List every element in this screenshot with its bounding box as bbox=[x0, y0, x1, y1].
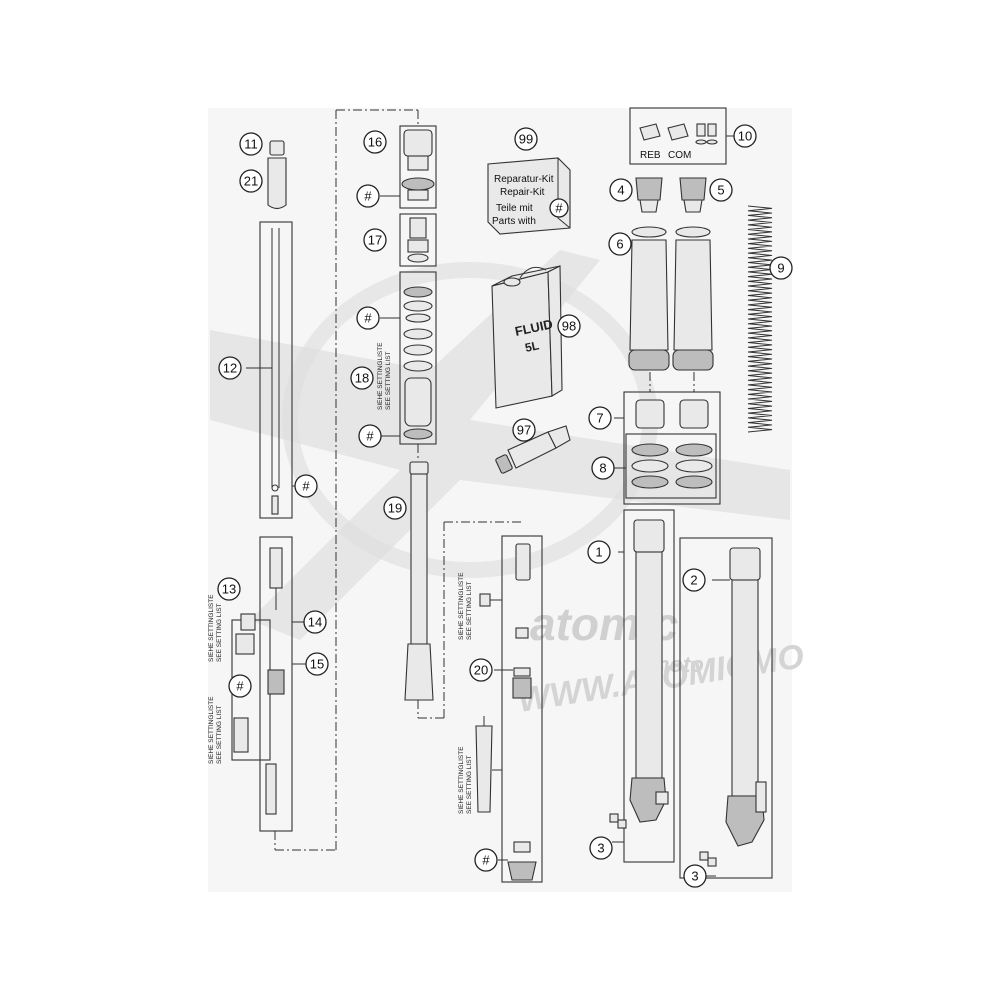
com-label: COM bbox=[668, 150, 691, 161]
callout-label-h2: # bbox=[236, 679, 244, 694]
setting-note-en: SEE SETTING LIST bbox=[466, 755, 473, 814]
callout-label-c9: 9 bbox=[777, 261, 784, 276]
callout-h5: # bbox=[358, 424, 382, 448]
callout-c1: 1 bbox=[587, 540, 611, 564]
callout-label-c3a: 3 bbox=[597, 841, 604, 856]
callout-label-c20: 20 bbox=[474, 663, 488, 678]
fork-top-parts bbox=[614, 177, 721, 505]
callout-c14: 14 bbox=[303, 610, 327, 634]
callout-label-c19: 19 bbox=[388, 501, 402, 516]
callout-label-c21: 21 bbox=[244, 174, 258, 189]
callout-c7: 7 bbox=[588, 406, 612, 430]
callout-c97: 97 bbox=[512, 418, 536, 442]
repair-kit-line2: Repair-Kit bbox=[500, 187, 545, 198]
setting-note-de: SIEHE SETTINGLISTE bbox=[377, 342, 384, 410]
callout-c98: 98 bbox=[557, 314, 581, 338]
callout-c99: 99 bbox=[514, 127, 538, 151]
fluid-can: FLUID 5L bbox=[491, 265, 563, 409]
callout-c8: 8 bbox=[591, 456, 615, 480]
callout-label-c16: 16 bbox=[368, 135, 382, 150]
repair-kit-line1: Reparatur-Kit bbox=[494, 174, 554, 185]
callout-label-c5: 5 bbox=[717, 183, 724, 198]
callout-c10: 10 bbox=[733, 124, 757, 148]
cartridge-column: SIEHE SETTINGLISTE SEE SETTING LIST SIEH… bbox=[458, 535, 543, 883]
callout-label-c8: 8 bbox=[599, 461, 606, 476]
callout-h2: # bbox=[228, 674, 252, 698]
svg-text:#: # bbox=[555, 201, 563, 216]
callout-h1: # bbox=[294, 474, 318, 498]
callout-c13: 13 bbox=[217, 577, 241, 601]
adjuster-kit: REB COM bbox=[629, 107, 734, 165]
callout-c4: 4 bbox=[609, 178, 633, 202]
setting-note-en: SEE SETTING LIST bbox=[216, 603, 223, 662]
callout-c6: 6 bbox=[608, 232, 632, 256]
callout-c17: 17 bbox=[363, 228, 387, 252]
center-column: SIEHE SETTINGLISTE SEE SETTING LIST bbox=[377, 125, 522, 719]
callout-c3b: 3 bbox=[683, 864, 707, 888]
callout-c20: 20 bbox=[469, 658, 493, 682]
repair-kit-hash-callout: # bbox=[549, 198, 569, 218]
repair-kit-box: Reparatur-Kit Repair-Kit Teile mit Parts… bbox=[487, 157, 571, 235]
left-column: SIEHE SETTINGLISTE SEE SETTING LIST SIEH… bbox=[208, 109, 419, 851]
callout-label-c10: 10 bbox=[738, 129, 752, 144]
setting-note-de: SIEHE SETTINGLISTE bbox=[458, 572, 465, 640]
callout-c18: 18 bbox=[350, 366, 374, 390]
callout-c15: 15 bbox=[305, 652, 329, 676]
callout-c19: 19 bbox=[383, 496, 407, 520]
setting-note-de: SIEHE SETTINGLISTE bbox=[208, 594, 215, 662]
callout-label-c2: 2 bbox=[690, 573, 697, 588]
repair-kit-line4: Parts with bbox=[492, 216, 536, 227]
repair-kit-line3: Teile mit bbox=[496, 203, 533, 214]
callout-c2: 2 bbox=[682, 568, 706, 592]
callout-label-c3b: 3 bbox=[691, 869, 698, 884]
callout-label-c97: 97 bbox=[517, 423, 531, 438]
callout-c3a: 3 bbox=[589, 836, 613, 860]
callout-label-h5: # bbox=[366, 429, 374, 444]
setting-note-en: SEE SETTING LIST bbox=[466, 581, 473, 640]
callout-c16: 16 bbox=[363, 130, 387, 154]
callout-label-c13: 13 bbox=[222, 582, 236, 597]
callout-label-c6: 6 bbox=[616, 237, 623, 252]
callout-label-c4: 4 bbox=[617, 183, 624, 198]
callout-c5: 5 bbox=[709, 178, 733, 202]
callout-label-c18: 18 bbox=[355, 371, 369, 386]
fork-spring bbox=[747, 205, 773, 433]
callout-label-c11: 11 bbox=[244, 137, 258, 152]
callout-h6: # bbox=[474, 848, 498, 872]
callout-label-h4: # bbox=[364, 311, 372, 326]
callout-label-h1: # bbox=[302, 479, 310, 494]
callout-h3: # bbox=[356, 184, 380, 208]
callout-label-c7: 7 bbox=[596, 411, 603, 426]
callout-label-h6: # bbox=[482, 853, 490, 868]
callout-label-h3: # bbox=[364, 189, 372, 204]
callout-c9: 9 bbox=[769, 256, 793, 280]
callout-label-c99: 99 bbox=[519, 132, 533, 147]
callout-label-c14: 14 bbox=[308, 615, 322, 630]
fluid-can-volume: 5L bbox=[524, 338, 541, 355]
setting-note-en: SEE SETTING LIST bbox=[216, 705, 223, 764]
callout-c11: 11 bbox=[239, 132, 263, 156]
callout-c12: 12 bbox=[218, 356, 242, 380]
setting-note-en: SEE SETTING LIST bbox=[385, 351, 392, 410]
callout-label-c12: 12 bbox=[223, 361, 237, 376]
setting-note-de: SIEHE SETTINGLISTE bbox=[458, 746, 465, 814]
callout-label-c1: 1 bbox=[595, 545, 602, 560]
callout-label-c17: 17 bbox=[368, 233, 382, 248]
outer-tube-2 bbox=[679, 537, 773, 879]
reb-label: REB bbox=[640, 150, 661, 161]
callout-c21: 21 bbox=[239, 169, 263, 193]
callout-h4: # bbox=[356, 306, 380, 330]
callout-label-c15: 15 bbox=[310, 657, 324, 672]
outer-tube-1 bbox=[609, 509, 675, 863]
callout-label-c98: 98 bbox=[562, 319, 576, 334]
grease-tube bbox=[495, 425, 571, 474]
setting-note-de: SIEHE SETTINGLISTE bbox=[208, 696, 215, 764]
